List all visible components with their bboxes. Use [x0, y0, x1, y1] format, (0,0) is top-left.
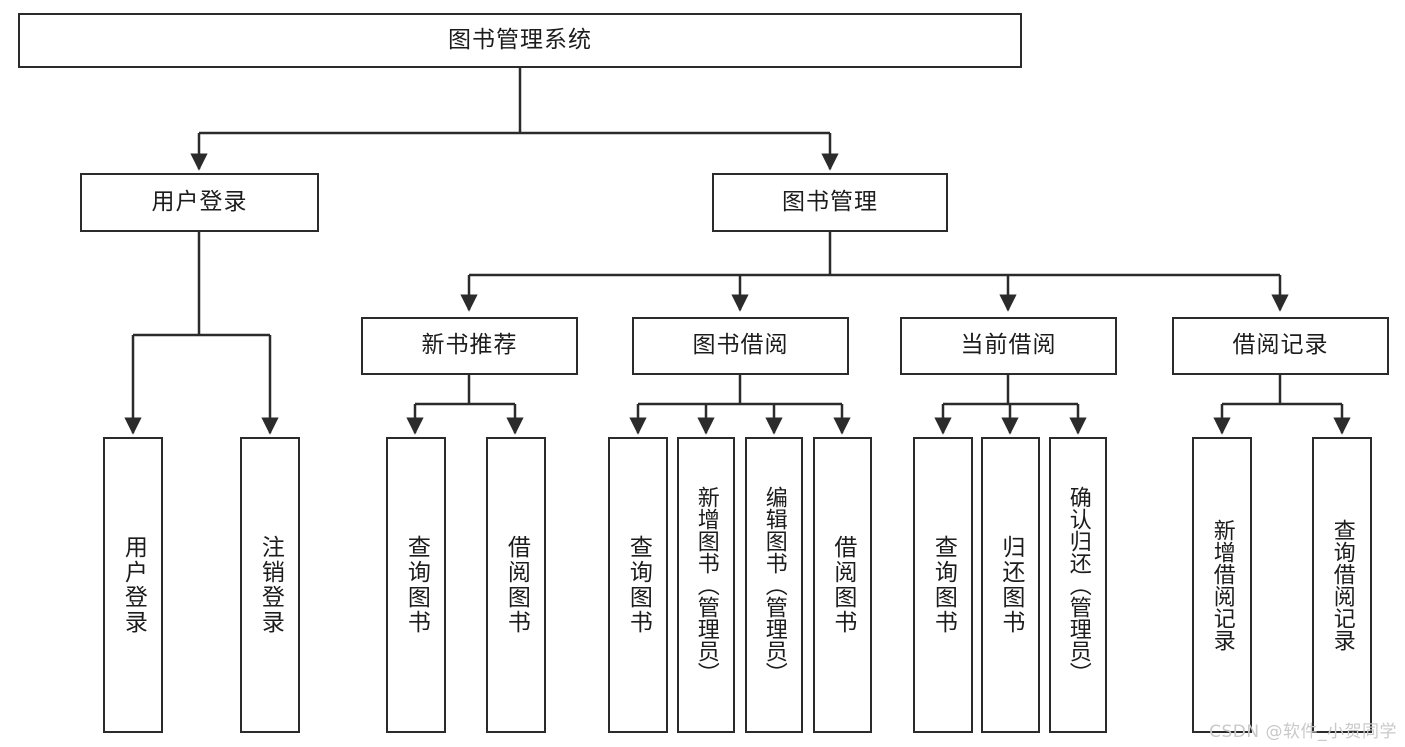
node-leaf-borrow-book-1[interactable]: 借阅图书 — [486, 437, 546, 733]
node-user-login-label: 用户登录 — [151, 188, 248, 215]
node-leaf-query-book-1[interactable]: 查询图书 — [386, 437, 446, 733]
node-current-borrow-label: 当前借阅 — [960, 332, 1057, 359]
node-leaf-add-borrow-record-label: 新增借阅记录 — [1209, 519, 1235, 651]
node-root-label: 图书管理系统 — [448, 26, 592, 53]
node-leaf-confirm-return[interactable]: 确认归还（管理员） — [1049, 437, 1107, 733]
node-leaf-confirm-return-label: 确认归还（管理员） — [1065, 486, 1091, 684]
node-leaf-add-book[interactable]: 新增图书（管理员） — [677, 437, 735, 733]
node-leaf-borrow-book-1-label: 借阅图书 — [503, 535, 530, 635]
csdn-watermark: CSDN @软件_小贺同学 — [1209, 722, 1397, 742]
node-leaf-query-book-1-label: 查询图书 — [403, 535, 430, 635]
node-new-book-recommend[interactable]: 新书推荐 — [361, 317, 578, 375]
node-borrow-record-label: 借阅记录 — [1232, 332, 1329, 359]
node-leaf-user-logout-label: 注销登录 — [257, 535, 284, 635]
node-book-borrow[interactable]: 图书借阅 — [632, 317, 849, 375]
node-leaf-query-borrow-record[interactable]: 查询借阅记录 — [1312, 437, 1372, 733]
node-leaf-query-borrow-record-label: 查询借阅记录 — [1329, 519, 1355, 651]
node-book-management-label: 图书管理 — [782, 188, 878, 215]
node-leaf-user-logout[interactable]: 注销登录 — [240, 437, 300, 733]
node-leaf-edit-book-label: 编辑图书（管理员） — [761, 486, 787, 684]
node-new-book-recommend-label: 新书推荐 — [421, 332, 518, 359]
node-current-borrow[interactable]: 当前借阅 — [900, 317, 1117, 375]
node-leaf-add-book-label: 新增图书（管理员） — [693, 486, 719, 684]
node-leaf-query-book-2-label: 查询图书 — [625, 535, 652, 635]
node-book-management[interactable]: 图书管理 — [712, 173, 948, 232]
node-leaf-borrow-book-2-label: 借阅图书 — [829, 535, 856, 635]
node-borrow-record[interactable]: 借阅记录 — [1172, 317, 1389, 375]
node-leaf-user-login[interactable]: 用户登录 — [103, 437, 163, 733]
node-leaf-user-login-label: 用户登录 — [120, 535, 147, 635]
node-book-borrow-label: 图书借阅 — [692, 332, 789, 359]
node-leaf-return-book[interactable]: 归还图书 — [981, 437, 1040, 733]
node-leaf-return-book-label: 归还图书 — [997, 535, 1024, 635]
node-leaf-query-book-3[interactable]: 查询图书 — [913, 437, 973, 733]
node-root[interactable]: 图书管理系统 — [18, 13, 1022, 68]
node-leaf-borrow-book-2[interactable]: 借阅图书 — [813, 437, 872, 733]
node-leaf-query-book-3-label: 查询图书 — [930, 535, 957, 635]
node-leaf-query-book-2[interactable]: 查询图书 — [608, 437, 668, 733]
node-leaf-edit-book[interactable]: 编辑图书（管理员） — [745, 437, 803, 733]
node-leaf-add-borrow-record[interactable]: 新增借阅记录 — [1192, 437, 1252, 733]
node-user-login[interactable]: 用户登录 — [80, 173, 319, 232]
